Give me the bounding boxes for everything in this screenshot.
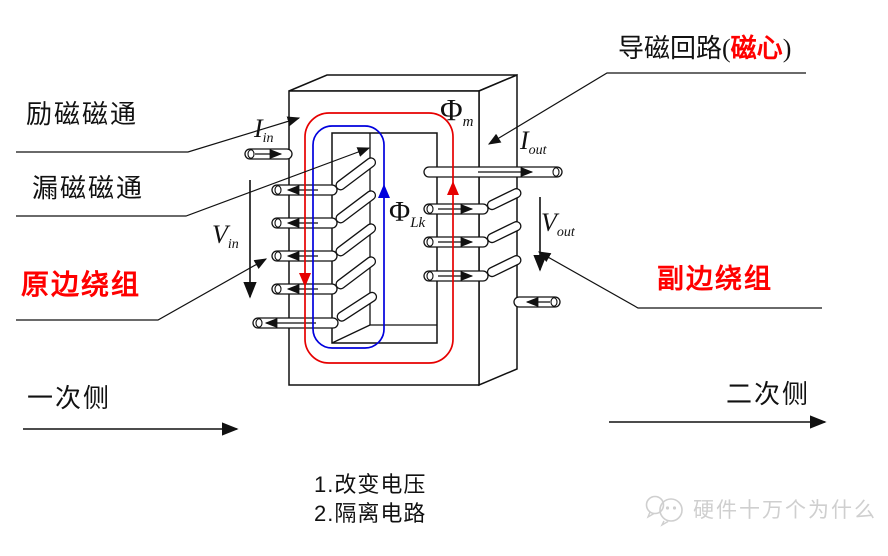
i-out-label: Iout [520,128,547,158]
chat-bubbles-logo-icon [645,495,683,527]
secondary-winding-label: 副边绕组 [657,264,773,294]
watermark: 硬件十万个为什么 [643,492,877,528]
main-flux-down-arrow [299,273,311,287]
primary-side-label: 一次侧 [27,384,112,413]
leakage-flux-leader [16,147,371,217]
v-out-label: Vout [541,210,575,240]
secondary-winding [423,166,563,308]
watermark-text: 硬件十万个为什么 [693,498,877,522]
phi-lk-subscript: Lk [410,215,426,231]
primary-winding-label: 原边绕组 [21,270,142,301]
main-flux-up-arrow [447,181,459,195]
function-notes: 1.改变电压 2.隔离电路 [314,470,426,528]
phi-m-label: Φm [440,94,474,130]
excitation-flux-leader [16,116,301,153]
leakage-flux-up-arrow [378,184,390,198]
note-change-voltage: 1.改变电压 [314,472,427,497]
leakage-flux-label: 漏磁磁通 [32,174,145,203]
secondary-side-label: 二次侧 [726,380,811,409]
leakage-flux-loop [312,125,390,349]
v-out-symbol: V [541,208,557,237]
main-flux-loop [299,112,459,364]
excitation-flux-label: 励磁磁通 [26,100,139,129]
phi-lk-symbol: Φ [389,196,411,228]
measure-arrows [23,180,827,436]
core-path-core-word: 磁心 [730,34,783,63]
primary-winding-leader [16,258,268,321]
v-in-label: Vin [212,222,239,252]
phi-m-symbol: Φ [440,92,463,127]
v-out-subscript: out [556,225,575,240]
v-in-subscript: in [227,237,239,252]
core-path-leader [487,72,806,145]
i-in-symbol: I [254,114,263,143]
core-path-prefix: 导磁回路( [618,34,731,63]
note-isolate-circuit: 2.隔离电路 [314,501,427,526]
phi-lk-label: ΦLk [389,198,425,231]
i-in-label: Iin [254,116,274,146]
core-path-suffix: ) [782,34,792,63]
phi-m-subscript: m [462,114,474,130]
core-path-label: 导磁回路(磁心) [618,36,791,62]
i-in-subscript: in [262,131,274,146]
v-in-symbol: V [212,220,228,249]
callout-lines [16,72,822,321]
i-out-subscript: out [528,143,547,158]
i-out-symbol: I [520,126,529,155]
secondary-winding-leader [537,251,822,309]
